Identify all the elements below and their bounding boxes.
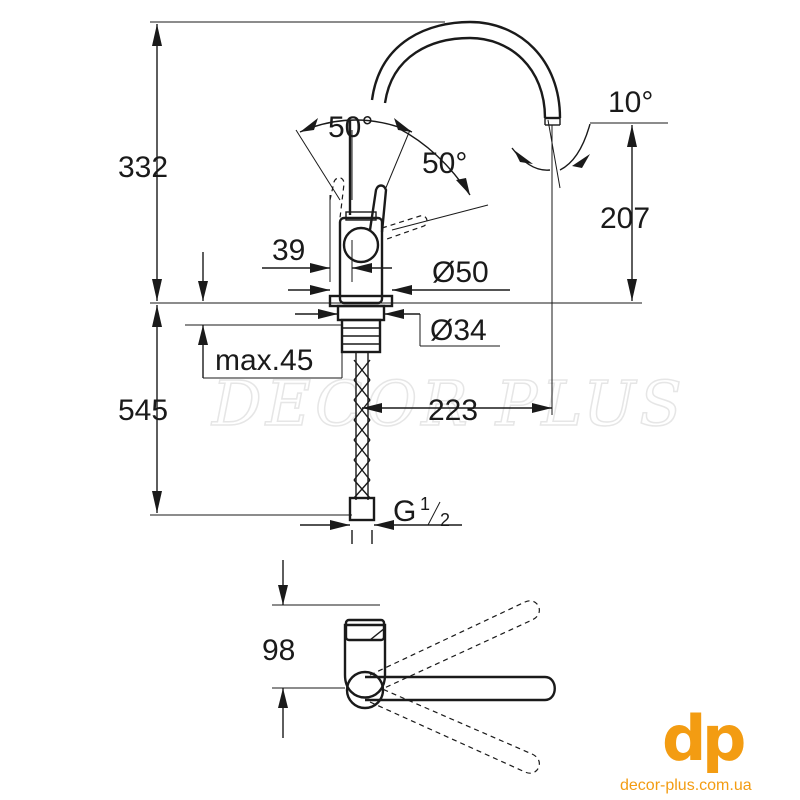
- dimension-545: [152, 305, 162, 513]
- dim-10deg-label: 10°: [608, 86, 653, 119]
- extension-lines: [150, 21, 668, 516]
- dim-332-label: 332: [118, 151, 168, 184]
- dimension-223: [362, 125, 553, 415]
- watermark-text: DECOR PLUS: [211, 367, 686, 440]
- faucet-top-view: [272, 560, 556, 774]
- dimension-207: [627, 125, 637, 301]
- dim-dia34-label: Ø34: [430, 314, 487, 347]
- faucet-side-view: [328, 20, 562, 544]
- dim-50deg-left-label: 50°: [328, 111, 373, 144]
- thread-g-label: G: [393, 495, 416, 528]
- dim-max45-label: max.45: [215, 344, 313, 377]
- dim-223-label: 223: [428, 394, 478, 427]
- dimension-dia50: [288, 285, 510, 295]
- dim-39-label: 39: [272, 234, 305, 267]
- logo-letter-d: d: [662, 702, 706, 775]
- dimension-39: [262, 195, 392, 282]
- dim-98-label: 98: [262, 634, 295, 667]
- dimension-dia34: [295, 309, 500, 347]
- dimension-max45: [185, 252, 343, 379]
- dim-dia50-label: Ø50: [432, 256, 489, 289]
- dim-545-label: 545: [118, 394, 168, 427]
- dimension-10deg: [511, 119, 591, 189]
- dim-207-label: 207: [600, 202, 650, 235]
- logo-letter-p: p: [702, 702, 746, 775]
- dimension-332: [152, 24, 162, 301]
- thread-numerator: 1: [420, 494, 430, 514]
- thread-denominator: 2: [440, 510, 450, 530]
- decor-plus-logo: d p decor-plus.com.ua: [620, 702, 752, 794]
- dim-50deg-right-label: 50°: [422, 147, 467, 180]
- logo-url: decor-plus.com.ua: [620, 777, 752, 794]
- dimension-50deg-right: [391, 127, 489, 231]
- dimension-thread: [300, 520, 462, 530]
